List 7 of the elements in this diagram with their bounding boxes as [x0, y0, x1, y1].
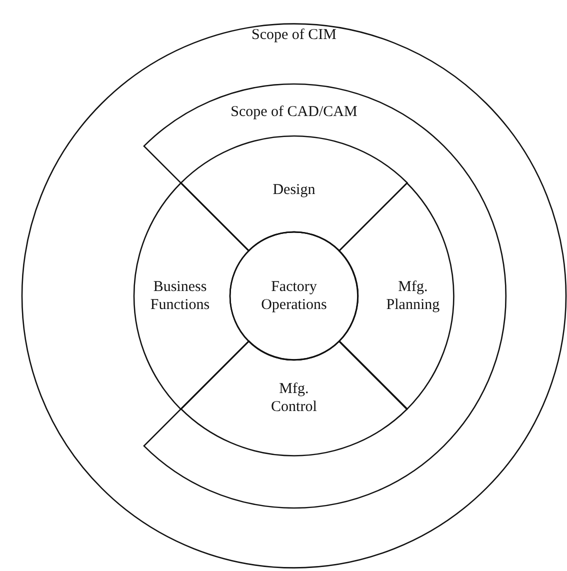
sector-label: Mfg. Control [270, 380, 318, 416]
sector-label: Design [272, 180, 316, 199]
sector-label: Business Functions [149, 278, 211, 314]
center-label: Factory Operations [260, 278, 328, 314]
scope-label: Scope of CAD/CAM [230, 102, 358, 121]
scope-label: Scope of CIM [250, 26, 338, 44]
sector-label: Mfg. Planning [385, 278, 441, 314]
